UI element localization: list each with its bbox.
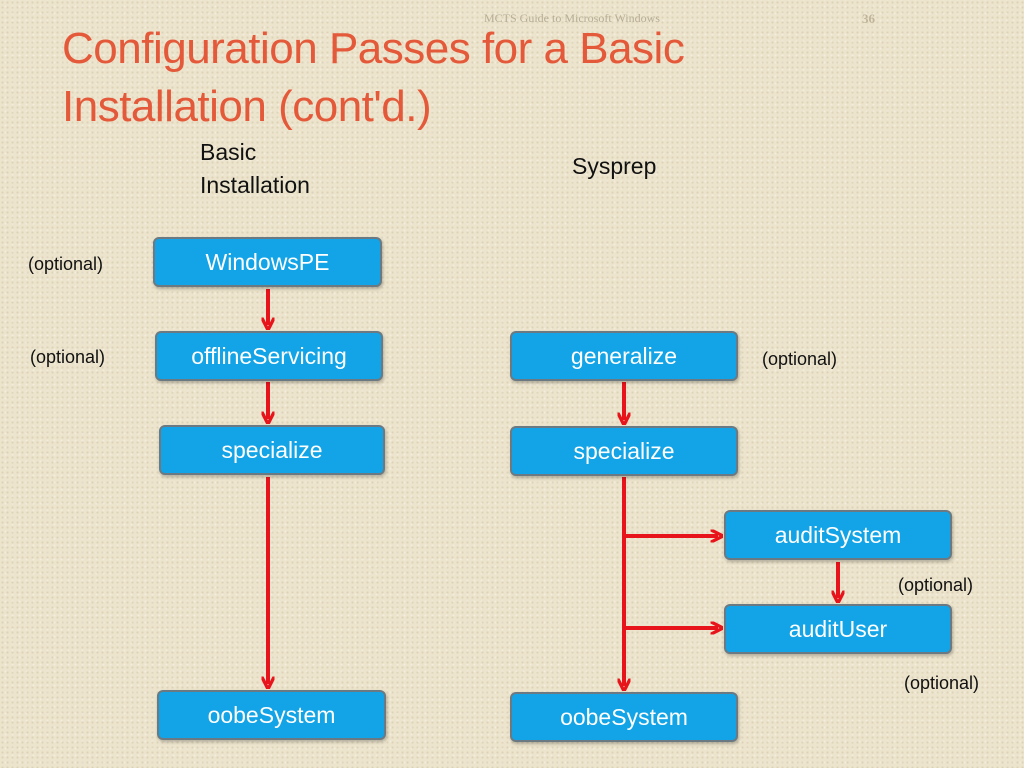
audit-system-box: auditSystem [724,510,952,560]
specialize-box-basic: specialize [159,425,385,475]
note-audit-system-optional: (optional) [898,575,974,595]
offline-servicing-box: offlineServicing [155,331,383,381]
oobe-system-box-basic: oobeSystem [157,690,386,740]
note-audit-user-optional: (optional) [904,673,980,693]
sysprep-heading: Sysprep [572,153,657,179]
header-note: MCTS Guide to Microsoft Windows [484,11,660,25]
generalize-box: generalize [510,331,738,381]
basic-installation-heading: Basic Installation [200,139,310,198]
specialize-box-sysprep: specialize [510,426,738,476]
slide-title: Configuration Passes for a Basic Install… [62,24,685,131]
note-generalize-optional: (optional) [762,349,838,369]
audit-user-box: auditUser [724,604,952,654]
windowspe-box: WindowsPE [153,237,382,287]
note-offline-servicing-optional: (optional) [30,347,106,367]
note-windowspe-optional: (optional) [28,254,104,274]
slide-number: 36 [862,11,875,26]
oobe-system-box-sysprep: oobeSystem [510,692,738,742]
